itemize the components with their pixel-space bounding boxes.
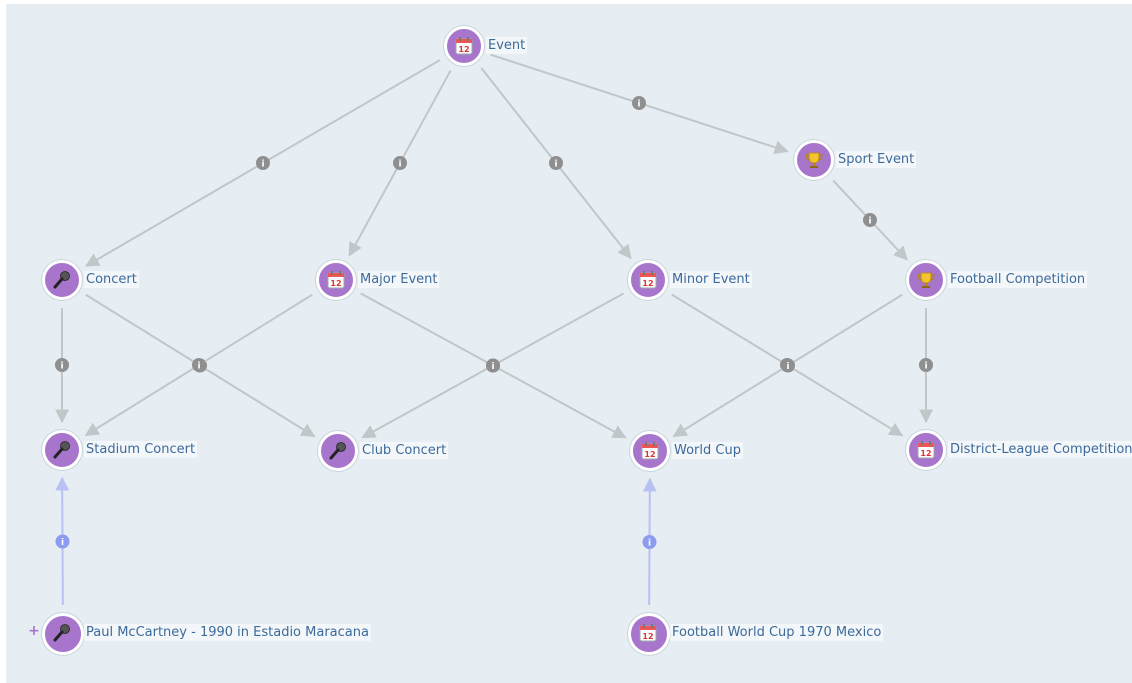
info-icon: i bbox=[197, 362, 200, 372]
node-disc bbox=[794, 140, 834, 180]
info-icon: i bbox=[60, 362, 63, 372]
node-disc: 12 bbox=[444, 26, 484, 66]
info-icon: i bbox=[491, 362, 494, 372]
edge-info-marker[interactable] bbox=[919, 358, 933, 372]
node-label: Club Concert bbox=[360, 442, 449, 459]
node-disc: 12 bbox=[628, 260, 668, 300]
node-disc bbox=[42, 430, 82, 470]
svg-text:12: 12 bbox=[644, 450, 655, 459]
graph-canvas[interactable]: iiiiiiiiiiiiiii 12 Event Sport Event Con… bbox=[6, 4, 1132, 683]
node-label: Stadium Concert bbox=[84, 441, 198, 458]
info-icon: i bbox=[786, 362, 789, 372]
node-label: Paul McCartney - 1990 in Estadio Maracan… bbox=[84, 624, 371, 641]
calendar-icon: 12 bbox=[639, 271, 657, 289]
svg-text:12: 12 bbox=[920, 449, 931, 458]
calendar-icon: 12 bbox=[327, 271, 345, 289]
node-label: Major Event bbox=[358, 271, 440, 288]
node-disc: 12 bbox=[316, 260, 356, 300]
edge-info-marker[interactable] bbox=[192, 358, 206, 372]
subclass-edge[interactable]: i bbox=[672, 293, 903, 438]
edge-info-marker[interactable] bbox=[549, 156, 563, 170]
edge-info-marker[interactable] bbox=[781, 358, 795, 373]
svg-text:12: 12 bbox=[458, 45, 469, 54]
svg-text:12: 12 bbox=[642, 279, 653, 288]
info-icon: i bbox=[261, 160, 264, 170]
edge-info-marker[interactable] bbox=[55, 358, 69, 372]
calendar-icon: 12 bbox=[639, 624, 657, 642]
node-disc bbox=[42, 260, 82, 300]
subclass-edge[interactable]: i bbox=[832, 179, 908, 261]
trophy-icon bbox=[805, 152, 823, 168]
node-label: Football Competition bbox=[948, 271, 1088, 288]
instance-edge[interactable]: i bbox=[55, 476, 70, 606]
subclass-edge[interactable]: i bbox=[490, 53, 789, 155]
edge-layer: iiiiiiiiiiiiiii bbox=[55, 53, 933, 606]
subclass-edge[interactable]: i bbox=[84, 59, 441, 267]
node-disc: 12 bbox=[906, 430, 946, 470]
subclass-edge[interactable]: i bbox=[84, 293, 313, 437]
edge-info-marker[interactable] bbox=[256, 156, 270, 170]
info-icon: i bbox=[61, 538, 64, 548]
edge-info-marker[interactable] bbox=[863, 213, 877, 227]
microphone-icon bbox=[53, 271, 70, 289]
instance-edge[interactable]: i bbox=[642, 477, 657, 606]
node-disc bbox=[318, 431, 358, 471]
calendar-icon: 12 bbox=[455, 37, 473, 55]
trophy-icon bbox=[917, 272, 935, 288]
info-icon: i bbox=[554, 160, 557, 170]
info-icon: i bbox=[648, 539, 651, 549]
node-disc: 12 bbox=[630, 431, 670, 471]
node-label: District-League Competition bbox=[948, 441, 1132, 458]
edge-info-marker[interactable] bbox=[632, 96, 646, 110]
microphone-icon bbox=[53, 441, 70, 459]
calendar-icon: 12 bbox=[917, 441, 935, 459]
node-disc: 12 bbox=[628, 613, 670, 655]
svg-text:12: 12 bbox=[330, 279, 341, 288]
info-icon: i bbox=[637, 100, 640, 110]
subclass-edge[interactable]: i bbox=[55, 308, 69, 424]
edge-info-marker[interactable] bbox=[393, 156, 407, 170]
info-icon: i bbox=[924, 362, 927, 372]
edge-info-marker[interactable] bbox=[486, 358, 500, 373]
subclass-edge[interactable]: i bbox=[919, 308, 933, 424]
node-label: Concert bbox=[84, 271, 139, 288]
node-label: Minor Event bbox=[670, 271, 752, 288]
calendar-icon: 12 bbox=[641, 442, 659, 460]
info-icon: i bbox=[868, 217, 871, 227]
node-disc bbox=[906, 260, 946, 300]
node-disc bbox=[42, 613, 84, 655]
svg-text:12: 12 bbox=[642, 632, 653, 641]
expand-button[interactable]: + bbox=[28, 623, 40, 639]
subclass-edge[interactable]: i bbox=[480, 67, 632, 260]
microphone-icon bbox=[329, 442, 346, 460]
node-label: World Cup bbox=[672, 442, 743, 459]
edge-info-marker[interactable] bbox=[55, 534, 70, 549]
info-icon: i bbox=[398, 160, 401, 170]
node-label: Event bbox=[486, 37, 528, 54]
microphone-icon bbox=[53, 624, 70, 642]
subclass-edge[interactable]: i bbox=[348, 70, 452, 257]
subclass-edge[interactable]: i bbox=[361, 292, 624, 439]
node-label: Football World Cup 1970 Mexico bbox=[670, 624, 884, 641]
edge-info-marker[interactable] bbox=[642, 535, 657, 549]
node-label: Sport Event bbox=[836, 151, 917, 168]
